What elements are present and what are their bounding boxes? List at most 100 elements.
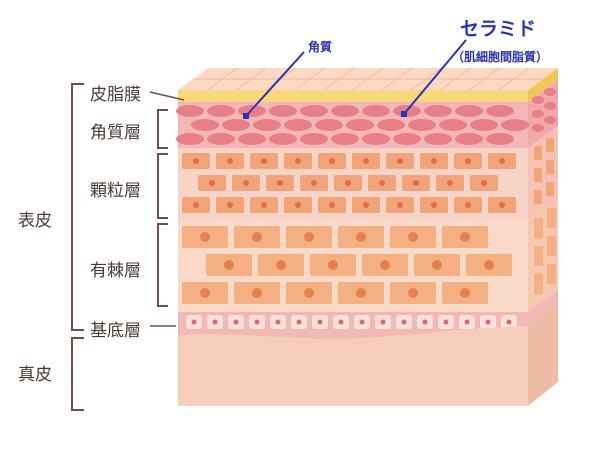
spinous-nucleus <box>200 232 210 242</box>
corneocyte-cell <box>176 105 204 117</box>
spinous-nucleus <box>252 232 262 242</box>
corneocyte-pointer-dot <box>243 113 249 119</box>
basal-nucleus <box>464 319 470 325</box>
basal-nucleus <box>191 319 197 325</box>
granular-nucleus <box>209 180 215 186</box>
spinous-nucleus <box>304 288 314 298</box>
basal-nucleus <box>317 319 323 325</box>
granular-cell-side <box>534 146 542 160</box>
corneocyte-cell <box>253 119 281 131</box>
granular-nucleus <box>295 158 301 164</box>
corneocyte-cell <box>191 119 219 131</box>
granular-nucleus <box>345 180 351 186</box>
corneocyte-cell <box>501 119 529 131</box>
granular-nucleus <box>329 158 335 164</box>
corneocyte-cell-side <box>544 116 556 124</box>
corneocyte-cell-side <box>544 102 556 110</box>
corneocyte-cell <box>284 119 312 131</box>
corneocyte-cell <box>486 105 514 117</box>
spinous-nucleus <box>408 232 418 242</box>
spinous-nucleus <box>252 288 262 298</box>
spinous-nucleus <box>304 232 314 242</box>
spinous-nucleus <box>460 232 470 242</box>
corneocyte-cell <box>393 133 421 145</box>
corneocyte-cell <box>269 105 297 117</box>
corneocyte-cell <box>439 119 467 131</box>
label-stratum-granulosum: 顆粒層 <box>90 181 141 201</box>
corneocyte-cell-side <box>532 110 544 118</box>
spinous-nucleus <box>356 232 366 242</box>
spinous-nucleus <box>356 288 366 298</box>
basal-nucleus <box>422 319 428 325</box>
basal-nucleus <box>233 319 239 325</box>
corneocyte-cell-side <box>544 88 556 96</box>
granular-nucleus <box>261 202 267 208</box>
spinous-nucleus <box>224 260 234 270</box>
corneocyte-cell <box>346 119 374 131</box>
spinous-nucleus <box>328 260 338 270</box>
basal-nucleus <box>296 319 302 325</box>
spinous-nucleus <box>408 288 418 298</box>
spinous-cell-side <box>534 274 543 294</box>
granular-nucleus <box>227 202 233 208</box>
corneocyte-cell <box>238 133 266 145</box>
granular-nucleus <box>193 158 199 164</box>
corneocyte-cell <box>331 133 359 145</box>
spinous-nucleus <box>276 260 286 270</box>
corneocyte-cell <box>331 105 359 117</box>
granular-nucleus <box>329 202 335 208</box>
dermis-layer-side <box>528 302 558 406</box>
spinous-nucleus <box>200 288 210 298</box>
label-epidermis: 表皮 <box>18 211 52 231</box>
ceramide-pointer <box>403 39 467 115</box>
granular-nucleus <box>379 180 385 186</box>
ceramide-pointer-dot <box>401 111 407 117</box>
label-stratum-spinosum: 有棘層 <box>90 261 141 281</box>
granular-nucleus <box>499 202 505 208</box>
corneocyte-cell <box>315 119 343 131</box>
corneocyte-cell <box>455 133 483 145</box>
spinous-nucleus <box>432 260 442 270</box>
corneocyte-cell <box>269 133 297 145</box>
label-dermis: 真皮 <box>18 365 52 385</box>
sebum-layer-side <box>528 68 558 102</box>
dermis-bracket <box>71 337 84 411</box>
basal-nucleus <box>485 319 491 325</box>
basal-nucleus <box>254 319 260 325</box>
granular-nucleus <box>431 202 437 208</box>
callout-ceramide: セラミド <box>460 18 537 40</box>
granular-nucleus <box>363 202 369 208</box>
granular-cell-side <box>546 160 554 174</box>
corneocyte-cell <box>424 105 452 117</box>
basal-nucleus <box>380 319 386 325</box>
granular-nucleus <box>295 202 301 208</box>
corneocyte-cell-side <box>532 124 544 132</box>
corneocyte-cell <box>362 105 390 117</box>
epidermis-bracket <box>71 83 84 331</box>
corneocyte-cell <box>207 133 235 145</box>
label-stratum-basale: 基底層 <box>90 321 141 341</box>
spinosum-bracket <box>157 223 168 307</box>
spinous-nucleus <box>484 260 494 270</box>
granular-nucleus <box>277 180 283 186</box>
spinous-cell-side <box>534 218 543 238</box>
basal-nucleus <box>212 319 218 325</box>
basal-nucleus <box>401 319 407 325</box>
granular-nucleus <box>499 158 505 164</box>
granular-nucleus <box>397 158 403 164</box>
granular-nucleus <box>447 180 453 186</box>
sebum-layer <box>178 90 528 102</box>
granular-nucleus <box>431 158 437 164</box>
granular-nucleus <box>413 180 419 186</box>
granular-nucleus <box>227 158 233 164</box>
corneocyte-cell <box>362 133 390 145</box>
granular-nucleus <box>193 202 199 208</box>
corneocyte-cell <box>300 105 328 117</box>
corneocyte-cell <box>300 133 328 145</box>
callout-ceramide-sub: （肌細胞間脂質） <box>452 50 549 64</box>
corneum-bracket <box>157 109 168 149</box>
callout-corneocyte: 角質 <box>308 40 333 54</box>
spinous-nucleus <box>380 260 390 270</box>
granular-nucleus <box>243 180 249 186</box>
